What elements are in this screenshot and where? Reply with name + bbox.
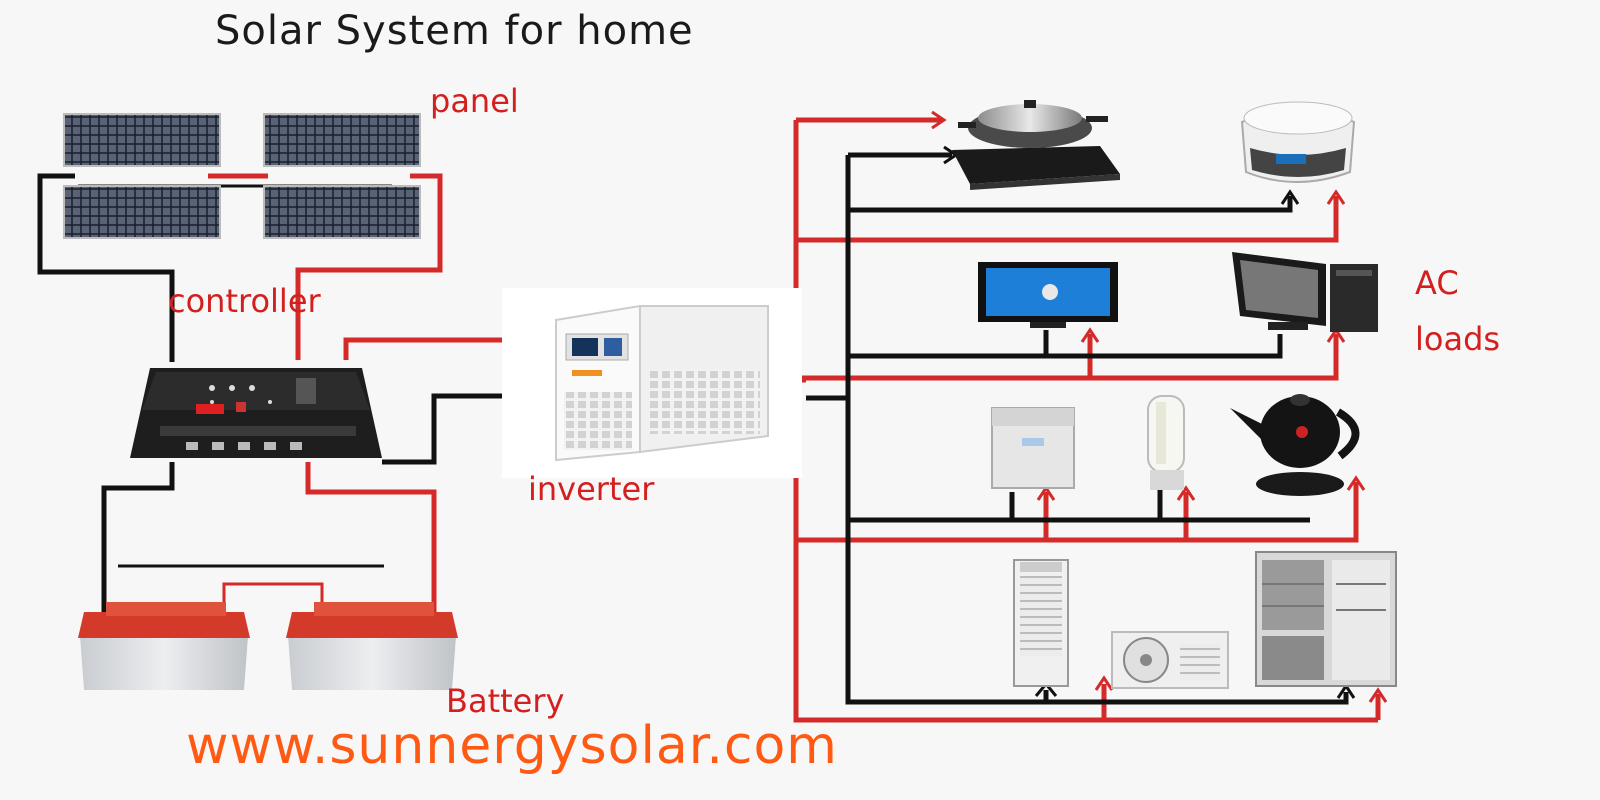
air-conditioner-icon [1013,559,1069,687]
rice-cooker-icon [1240,101,1356,183]
battery-label: Battery [446,682,565,720]
ac-label: AC [1415,264,1459,302]
ac-distribution-wires [793,110,1388,723]
loads-label: loads [1415,320,1501,358]
refrigerator-icon [1255,551,1397,687]
solar-panel-icon [63,113,421,239]
battery-icon [78,602,458,690]
induction-cooker-icon [952,100,1120,190]
desktop-computer-icon [1232,252,1378,332]
panel-label: panel [430,82,519,120]
website-url: www.sunnergysolar.com [186,716,838,776]
controller-label: controller [168,282,321,320]
charge-controller-icon [130,368,382,458]
ac-outdoor-unit-icon [1111,631,1229,689]
battery-wires [101,462,437,614]
inverter-wires [343,337,508,465]
lamp-icon [1147,395,1185,490]
inverter-label: inverter [528,470,655,508]
kettle-icon [1230,394,1360,496]
diagram-title: Solar System for home [215,8,694,54]
inverter-icon [502,288,802,478]
tv-icon [978,262,1118,328]
water-heater-icon [991,407,1075,489]
